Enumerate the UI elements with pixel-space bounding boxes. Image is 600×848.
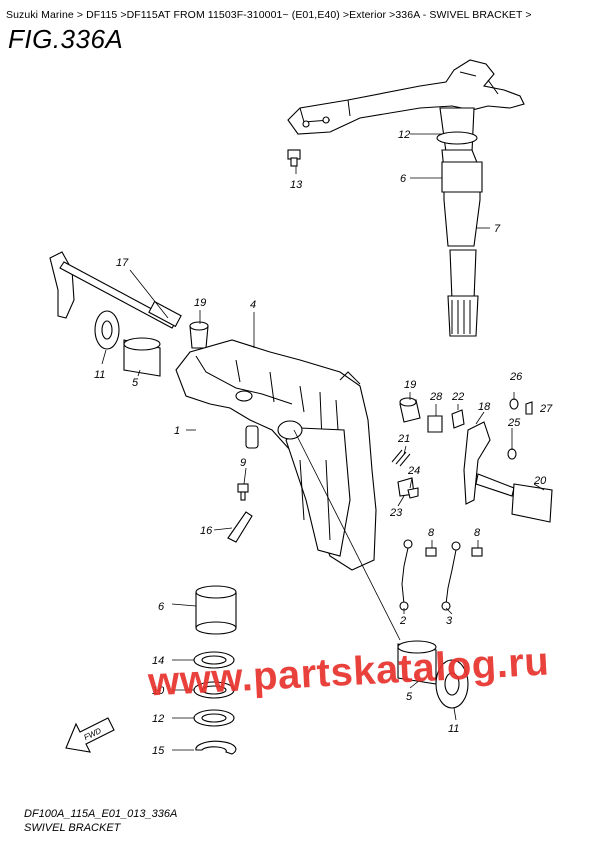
bushing-left-parts bbox=[94, 310, 209, 377]
fwd-arrow-icon: FWD bbox=[65, 717, 115, 753]
lower-bushing-washer-parts bbox=[193, 585, 237, 755]
callout-19: 19 bbox=[194, 297, 206, 309]
callout-20: 20 bbox=[533, 475, 547, 487]
tilt-pin-part bbox=[49, 251, 182, 329]
leader-lines bbox=[101, 133, 545, 751]
callout-24: 24 bbox=[407, 465, 420, 477]
callout-9: 9 bbox=[240, 457, 246, 469]
callout-2: 2 bbox=[399, 615, 406, 627]
callout-11-lower: 11 bbox=[448, 723, 459, 735]
breadcrumb[interactable]: Suzuki Marine > DF115 >DF115AT FROM 1150… bbox=[6, 9, 532, 21]
callout-10: 10 bbox=[152, 685, 165, 697]
callout-23: 23 bbox=[389, 507, 403, 519]
callout-8-left: 8 bbox=[428, 527, 435, 539]
callout-12: 12 bbox=[398, 129, 410, 141]
figure-caption: SWIVEL BRACKET bbox=[24, 822, 121, 834]
callout-5-lower: 5 bbox=[406, 691, 413, 703]
callout-28: 28 bbox=[429, 391, 443, 403]
callout-13: 13 bbox=[290, 179, 303, 191]
callout-19-right: 19 bbox=[404, 379, 416, 391]
swivel-bracket-part bbox=[175, 339, 377, 571]
callout-1: 1 bbox=[174, 425, 180, 437]
steering-arm-part bbox=[287, 59, 525, 135]
callout-16: 16 bbox=[200, 525, 213, 537]
callout-5: 5 bbox=[132, 377, 139, 389]
callout-11: 11 bbox=[94, 369, 105, 381]
lever-16-part bbox=[227, 511, 253, 543]
ground-cable-parts bbox=[237, 483, 483, 611]
callout-26: 26 bbox=[509, 371, 523, 383]
steering-shaft-part bbox=[436, 107, 483, 337]
callout-4: 4 bbox=[250, 299, 256, 311]
callout-14: 14 bbox=[152, 655, 164, 667]
callout-7: 7 bbox=[494, 223, 501, 235]
callout-labels: 12 6 7 13 17 19 4 11 5 1 9 16 6 14 10 12… bbox=[94, 129, 553, 757]
callout-6: 6 bbox=[400, 173, 407, 185]
figure-title: FIG.336A bbox=[8, 24, 124, 54]
bolt-13-part bbox=[287, 149, 301, 167]
callout-8-right: 8 bbox=[474, 527, 481, 539]
callout-6-lower: 6 bbox=[158, 601, 165, 613]
callout-25: 25 bbox=[507, 417, 521, 429]
callout-17: 17 bbox=[116, 257, 129, 269]
figure-code: DF100A_115A_E01_013_336A bbox=[24, 808, 178, 820]
lower-right-bushing-parts bbox=[397, 640, 469, 709]
callout-22: 22 bbox=[451, 391, 464, 403]
callout-21: 21 bbox=[397, 433, 410, 445]
callout-18: 18 bbox=[478, 401, 491, 413]
lock-lever-parts bbox=[463, 398, 553, 523]
callout-15: 15 bbox=[152, 745, 165, 757]
callout-3: 3 bbox=[446, 615, 453, 627]
callout-12-lower: 12 bbox=[152, 713, 164, 725]
lock-mechanism-parts bbox=[391, 397, 465, 499]
callout-27: 27 bbox=[539, 403, 553, 415]
